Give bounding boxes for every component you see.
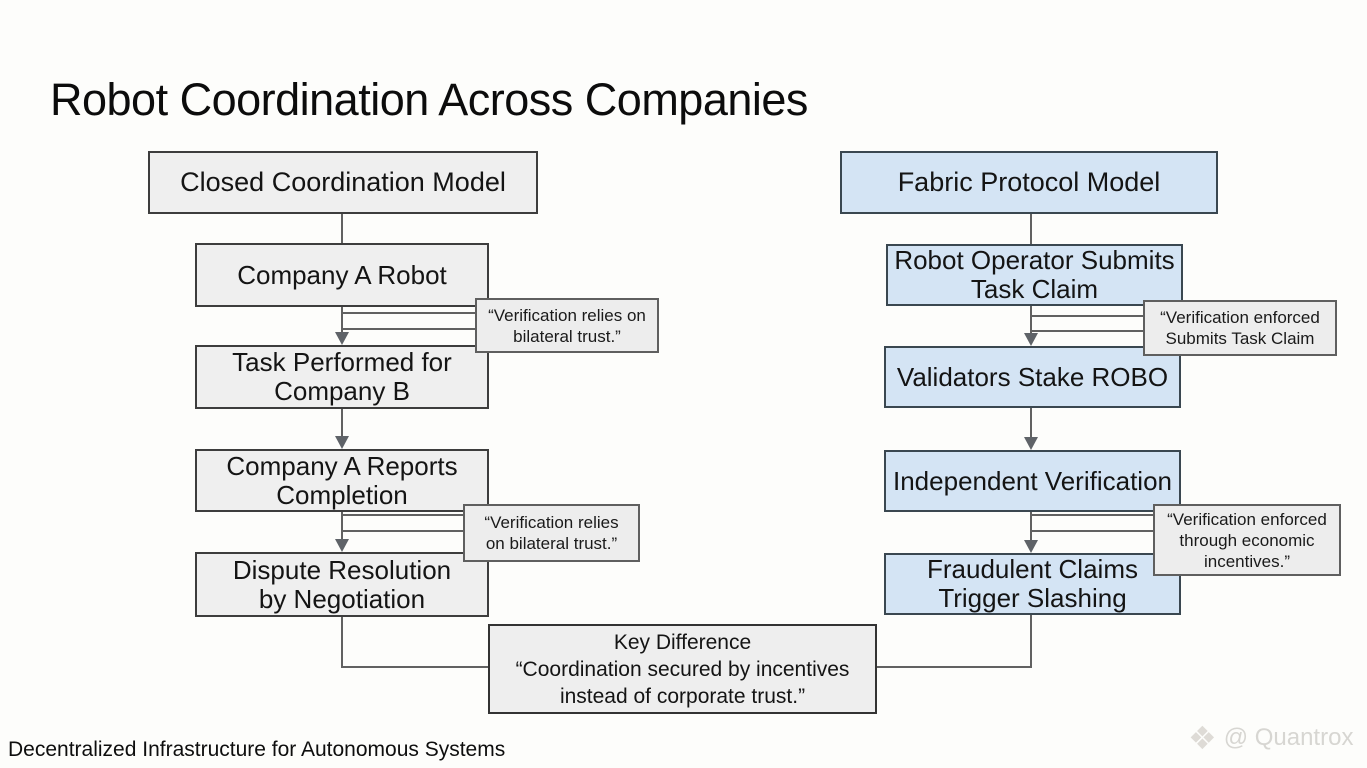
closed-note-bilateral-trust-1: “Verification relies on bilateral trust.… [475, 298, 659, 353]
arrow-down-icon [335, 539, 349, 552]
fabric-model-header-box: Fabric Protocol Model [840, 151, 1218, 214]
closed-model-header-label: Closed Coordination Model [180, 167, 506, 197]
arrow-down-icon [1024, 540, 1038, 553]
arrow-down-icon [1024, 333, 1038, 346]
fabric-step-validators-stake: Validators Stake ROBO [884, 346, 1181, 408]
connector-line [1030, 306, 1032, 333]
note-connector-line [1032, 530, 1153, 532]
note-line: “Verification relies [484, 513, 619, 532]
arrow-down-icon [1024, 437, 1038, 450]
step-label-line: Task Performed for [232, 347, 452, 377]
step-label-line: Dispute Resolution [232, 554, 452, 585]
step-label-line: Company B [274, 376, 410, 406]
step-label-line: Company A Reports [226, 450, 458, 481]
arrow-down-icon [335, 436, 349, 449]
step-label-line: Completion [276, 479, 408, 510]
fabric-model-header-label: Fabric Protocol Model [897, 167, 1161, 197]
step-label: Validators Stake ROBO [896, 361, 1169, 392]
connector-line [1030, 408, 1032, 437]
connector-line [341, 666, 488, 668]
page-title: Robot Coordination Across Companies [50, 74, 808, 125]
note-connector-line [1032, 330, 1143, 332]
note-line: Submits Task Claim [1165, 329, 1315, 348]
fabric-step-independent-verification: Independent Verification [884, 450, 1181, 512]
closed-step-dispute-resolution: Dispute Resolution by Negotiation [195, 552, 489, 617]
connector-line [341, 409, 343, 437]
note-line: bilateral trust.” [513, 326, 621, 346]
closed-model-header-box: Closed Coordination Model [148, 151, 538, 214]
diamond-logo-icon: ❖ [1188, 720, 1217, 756]
step-label-line: Fraudulent Claims [927, 554, 1138, 584]
closed-step-task-performed: Task Performed for Company B [195, 345, 489, 409]
note-connector-line [343, 312, 475, 314]
note-connector-line [1032, 514, 1153, 516]
note-line: through economic [1179, 530, 1315, 550]
fabric-step-operator-submits: Robot Operator Submits Task Claim [886, 244, 1183, 306]
footer-caption: Decentralized Infrastructure for Autonom… [8, 738, 506, 761]
step-label: Independent Verification [893, 465, 1172, 496]
watermark: ❖ @ Quantrox [1188, 722, 1353, 754]
connector-line [341, 512, 343, 540]
key-difference-line: instead of corporate trust.” [559, 684, 806, 708]
closed-note-bilateral-trust-2: “Verification relies on bilateral trust.… [463, 504, 640, 562]
connector-line [341, 307, 343, 333]
step-label-line: Task Claim [970, 274, 1099, 304]
note-connector-line [343, 514, 463, 516]
fabric-note-verification-enforced-2: “Verification enforced through economic … [1153, 504, 1341, 576]
note-line: incentives.” [1204, 551, 1290, 571]
arrow-down-icon [335, 332, 349, 345]
connector-line [877, 666, 1032, 668]
closed-step-company-a-robot: Company A Robot [195, 243, 489, 307]
note-line: “Verification relies on [488, 305, 646, 325]
connector-line [1030, 512, 1032, 540]
step-label: Company A Robot [237, 259, 447, 290]
fabric-step-fraudulent-claims: Fraudulent Claims Trigger Slashing [884, 553, 1181, 615]
key-difference-title: Key Difference [613, 630, 752, 654]
note-line: on bilateral trust.” [485, 534, 618, 553]
key-difference-box: Key Difference “Coordination secured by … [488, 624, 877, 714]
note-connector-line [1032, 315, 1143, 317]
watermark-label: @ Quantrox [1223, 724, 1354, 751]
connector-line [341, 214, 343, 243]
fabric-note-verification-enforced-1: “Verification enforced Submits Task Clai… [1143, 300, 1337, 356]
connector-line [341, 617, 343, 668]
note-connector-line [343, 328, 475, 330]
closed-step-reports-completion: Company A Reports Completion [195, 449, 489, 512]
note-line: “Verification enforced [1160, 308, 1320, 327]
step-label-line: Trigger Slashing [938, 583, 1127, 613]
key-difference-line: “Coordination secured by incentives [515, 657, 850, 681]
note-connector-line [343, 530, 463, 532]
connector-line [1030, 615, 1032, 668]
step-label-line: Robot Operator Submits [894, 245, 1175, 275]
step-label-line: by Negotiation [258, 583, 426, 614]
note-line: “Verification enforced [1167, 509, 1327, 529]
connector-line [1030, 214, 1032, 244]
